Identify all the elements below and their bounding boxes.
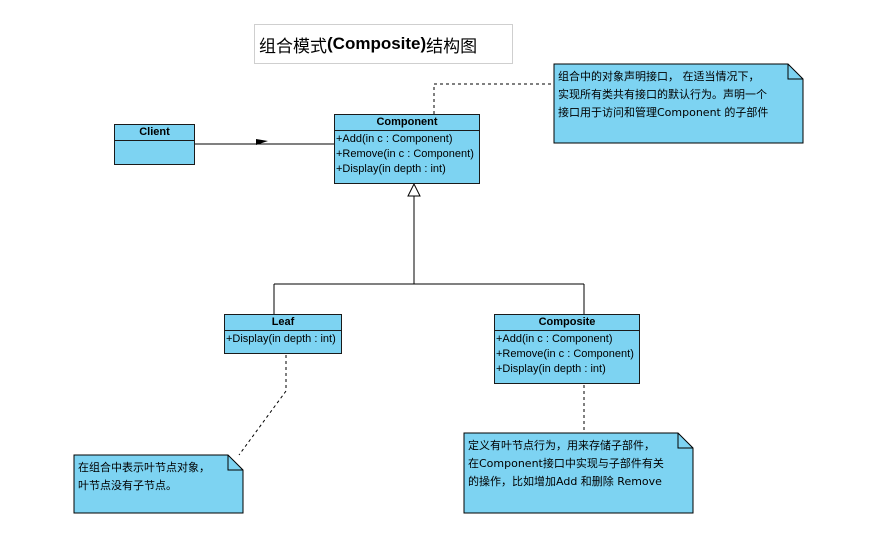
component-note-anchor (433, 83, 554, 114)
component-note: 组合中的对象声明接口， 在适当情况下， 实现所有类共有接口的默认行为。声明一个 … (554, 64, 790, 143)
note-line: 组合中的对象声明接口， 在适当情况下， (558, 70, 760, 83)
class-component[interactable]: Component +Add(in c : Component) +Remove… (334, 114, 480, 184)
class-client[interactable]: Client (114, 124, 195, 165)
class-name: Composite (495, 315, 639, 331)
note-line: 叶节点没有子节点。 (78, 479, 177, 492)
class-name: Component (335, 115, 479, 131)
class-composite[interactable]: Composite +Add(in c : Component) +Remove… (494, 314, 640, 384)
generalization-arrowhead (407, 182, 421, 197)
note-line: 接口用于访问和管理Component 的子部件 (558, 106, 769, 119)
note-line: 在组合中表示叶节点对象， (78, 461, 210, 474)
operation: +Display(in depth : int) (226, 333, 336, 345)
component-note-shape (553, 63, 804, 144)
note-line: 实现所有类共有接口的默认行为。声明一个 (558, 88, 767, 101)
title-suffix: 结构图 (426, 36, 478, 57)
operation: +Add(in c : Component) (496, 333, 613, 345)
note-line: 在Component接口中实现与子部件有关 (468, 457, 664, 470)
leaf-note: 在组合中表示叶节点对象， 叶节点没有子节点。 (74, 455, 234, 513)
note-line: 的操作，比如增加Add 和删除 Remove (468, 475, 662, 488)
composite-note-shape (463, 432, 694, 514)
leaf-note-shape (73, 454, 244, 514)
leaf-note-anchor (238, 355, 287, 456)
title-prefix: 组合模式 (259, 36, 327, 57)
operation: +Add(in c : Component) (336, 133, 453, 145)
operation: +Display(in depth : int) (496, 363, 606, 375)
composite-note: 定义有叶节点行为，用来存储子部件， 在Component接口中实现与子部件有关 … (464, 433, 684, 513)
navigability-arrowhead (256, 139, 268, 145)
title-bold: (Composite) (327, 34, 427, 53)
class-name: Client (115, 125, 194, 141)
class-leaf[interactable]: Leaf +Display(in depth : int) (224, 314, 342, 354)
operation: +Remove(in c : Component) (496, 348, 634, 360)
class-name: Leaf (225, 315, 341, 331)
note-line: 定义有叶节点行为，用来存储子部件， (468, 439, 655, 452)
operation: +Remove(in c : Component) (336, 148, 474, 160)
diagram-title: 组合模式(Composite) 结构图 (254, 24, 513, 64)
operation: +Display(in depth : int) (336, 163, 446, 175)
